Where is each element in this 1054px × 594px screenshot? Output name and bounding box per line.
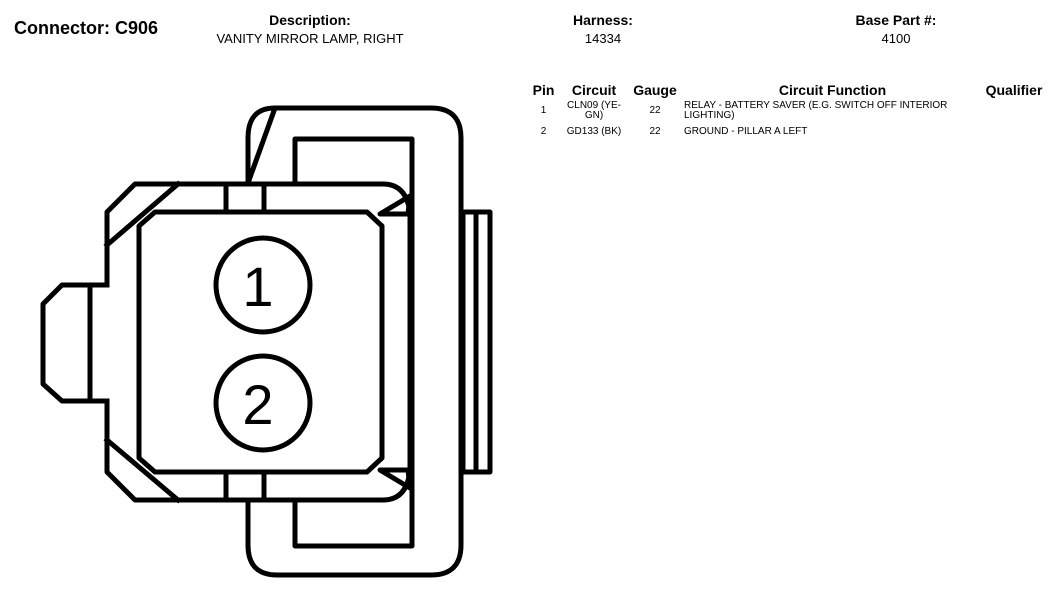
table-row: 1 CLN09 (YE-GN) 22 RELAY - BATTERY SAVER… [528,99,1044,125]
pin-label-1: 1 [242,255,273,318]
circuit-id: GD133 (BK) [566,126,622,137]
pin-label-2: 2 [242,373,273,436]
circuit-function: RELAY - BATTERY SAVER (E.G. SWITCH OFF I… [684,100,948,121]
wire-gauge: 22 [649,105,661,116]
circuit-function: GROUND - PILLAR A LEFT [684,126,808,137]
latch-inner-outline [292,136,415,549]
description-label: Description: [269,12,351,28]
description-block: Description: VANITY MIRROR LAMP, RIGHT [190,12,430,50]
pin-table: Pin Circuit Gauge Circuit Function Quali… [528,81,1044,141]
base-part-block: Base Part #: 4100 [836,12,956,50]
latch-arrow-bottom [377,467,413,491]
body-inner-outline [136,209,385,475]
circuit-id: CLN09 (YE-GN) [567,100,621,121]
qualifier [984,99,1044,125]
body-outer-outline [104,181,413,503]
column-header-circuit: Circuit [571,82,617,98]
harness-block: Harness: 14334 [543,12,663,50]
base-part-value: 4100 [881,31,911,46]
description-value: VANITY MIRROR LAMP, RIGHT [216,31,404,46]
pin-cavity-1 [213,235,313,335]
connector-title: Connector: C906 [14,18,159,38]
latch-housing-outline [245,105,464,578]
left-tab-outline [40,282,110,404]
latch-arrow-top [377,193,413,217]
wire-gauge: 22 [649,126,661,137]
pin-number: 1 [540,105,547,116]
table-row: 2 GD133 (BK) 22 GROUND - PILLAR A LEFT [528,125,1044,141]
chamfer-bottom-left [103,436,182,504]
harness-value: 14334 [584,31,622,46]
qualifier [984,125,1044,141]
column-header-pin: Pin [532,82,555,98]
column-header-qualifier: Qualifier [985,82,1043,98]
chamfer-top-left [103,180,182,249]
base-part-label: Base Part #: [855,12,937,28]
pin-number: 2 [540,126,547,137]
harness-label: Harness: [573,12,633,28]
pin-table-header: Pin Circuit Gauge Circuit Function Quali… [528,81,1044,99]
pin-cavity-2 [213,353,313,453]
column-header-gauge: Gauge [633,82,677,98]
column-header-circuit-function: Circuit Function [778,82,887,98]
connector-face-diagram: 1 2 [40,105,493,578]
